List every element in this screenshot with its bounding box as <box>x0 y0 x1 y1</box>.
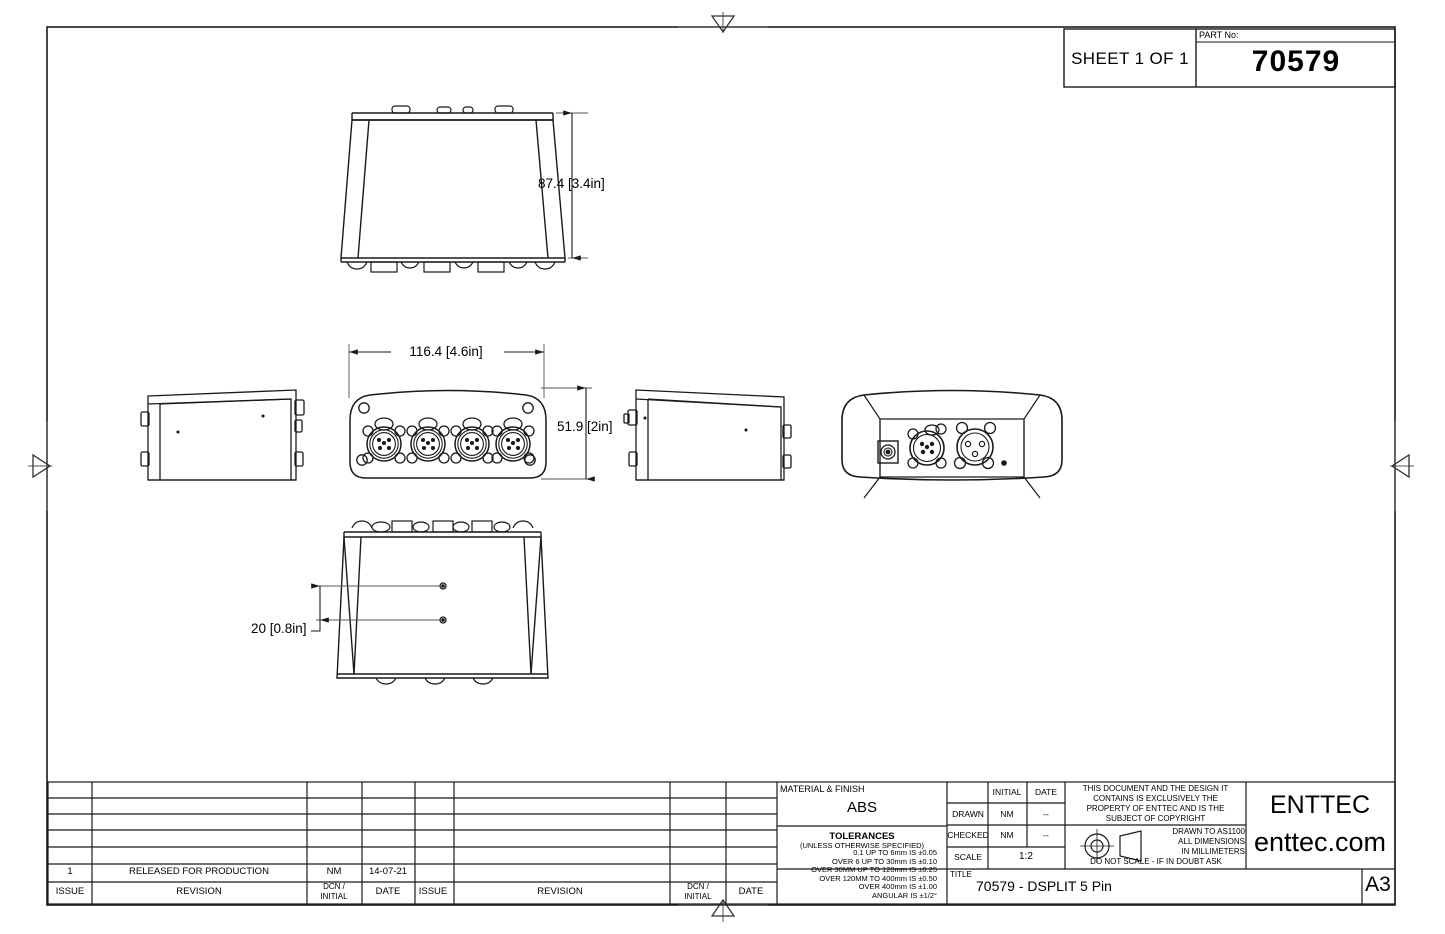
tolerance-line: ANGULAR IS ±1/2° <box>871 890 937 900</box>
dimension-depth <box>541 385 595 482</box>
standard-line: DRAWN TO AS1100 <box>1172 827 1245 836</box>
xlr-connector-3 <box>450 417 494 464</box>
xlr-connector-1 <box>362 417 406 464</box>
tolerance-line: OVER 400mm IS ±1.00 <box>858 882 937 892</box>
revision-header-date: DATE <box>375 886 401 897</box>
view-right-side <box>623 389 792 481</box>
dimension-label-depth: 51.9 [2in] <box>557 419 613 434</box>
material-heading: MATERIAL & FINISH <box>780 784 865 794</box>
material-value: ABS <box>846 799 878 816</box>
copyright-line: SUBJECT OF COPYRIGHT <box>1105 814 1206 823</box>
projection-symbol-icon <box>1080 829 1142 863</box>
view-top <box>340 105 566 273</box>
sheet-format: A3 <box>1365 873 1391 896</box>
rear-xlr-female <box>953 421 997 470</box>
scale-label: SCALE <box>954 852 982 862</box>
centering-mark-bottom <box>678 898 768 922</box>
tolerance-line: 0.1 UP TO 6mm IS ±0.05 <box>853 848 937 857</box>
revision-header-revision-right: REVISION <box>537 886 583 897</box>
dimension-label-height: 87.4 [3.4in] <box>538 176 605 191</box>
standard-line: ALL DIMENSIONS <box>1178 837 1245 846</box>
approvals-checked-date: -- <box>1043 830 1049 840</box>
standard-note: DRAWN TO AS1100 ALL DIMENSIONS IN MILLIM… <box>1146 827 1245 857</box>
view-left-side <box>140 389 305 481</box>
copyright-text: THIS DOCUMENT AND THE DESIGN IT CONTAINS… <box>1066 784 1245 824</box>
dimension-height <box>556 110 588 261</box>
revision-row-description: RELEASED FOR PRODUCTION <box>129 866 269 877</box>
approvals-col-date: DATE <box>1034 787 1058 797</box>
led-indicator <box>1001 460 1007 466</box>
revision-header-dcn-1-right: DCN / <box>687 882 709 891</box>
centering-mark-top <box>678 12 768 34</box>
view-rear-panel <box>841 389 1063 499</box>
tolerance-line: OVER 6 UP TO 30mm IS ±0.10 <box>832 856 937 866</box>
company-website: enttec.com <box>1253 827 1387 857</box>
copyright-line: THIS DOCUMENT AND THE DESIGN IT <box>1082 784 1229 793</box>
page-border <box>46 26 1396 906</box>
dimension-hole-spacing <box>311 583 440 632</box>
company-logo: ENTTEC <box>1270 791 1370 819</box>
header-block <box>1063 28 1396 88</box>
revision-header-dcn-2-right: INITIAL <box>684 892 712 901</box>
revision-header-revision: REVISION <box>176 886 222 897</box>
title-label: TITLE <box>950 870 972 879</box>
do-not-scale-note: DO NOT SCALE - IF IN DOUBT ASK <box>1090 857 1222 866</box>
centering-mark-right <box>1390 421 1414 511</box>
centering-mark-left <box>28 421 52 511</box>
part-number-label: PART No: <box>1199 30 1239 40</box>
tolerance-line: OVER 120MM TO 400mm IS ±0.50 <box>819 873 937 883</box>
xlr-connector-4 <box>491 417 535 464</box>
revision-header-issue-right: ISSUE <box>418 886 448 897</box>
copyright-line: CONTAINS IS EXCLUSIVELY THE <box>1093 794 1218 803</box>
revision-header-dcn-1: DCN / <box>323 882 345 891</box>
title-block-frame <box>47 781 1396 905</box>
view-front-panel <box>349 389 547 479</box>
xlr-connector-2 <box>406 417 450 464</box>
scale-value: 1:2 <box>1019 851 1033 862</box>
title-value: 70579 - DSPLIT 5 Pin <box>976 878 1112 894</box>
view-bottom <box>336 520 549 685</box>
approvals-checked-initial: NM <box>1000 830 1014 840</box>
dimension-label-hole-spacing: 20 [0.8in] <box>251 621 307 636</box>
approvals-checked-label: CHECKED <box>947 830 989 840</box>
standard-line: IN MILLIMETERS <box>1181 847 1245 856</box>
revision-row-date: 14-07-21 <box>368 866 408 877</box>
revision-row-issue: 1 <box>67 866 73 877</box>
tolerances-heading: TOLERANCES <box>829 831 895 842</box>
copyright-line: PROPERTY OF ENTTEC AND IS THE <box>1086 804 1225 813</box>
tolerances-list: 0.1 UP TO 6mm IS ±0.05 OVER 6 UP TO 30mm… <box>780 848 937 901</box>
revision-row-dcn: NM <box>326 866 342 877</box>
rear-xlr-male <box>907 423 947 469</box>
approvals-col-initial: INITIAL <box>992 787 1022 797</box>
dimension-label-width: 116.4 [4.6in] <box>409 344 483 359</box>
sheet-number: SHEET 1 OF 1 <box>1071 49 1189 68</box>
approvals-drawn-label: DRAWN <box>952 809 984 819</box>
tolerances-subheading: (UNLESS OTHERWISE SPECIFIED) <box>799 841 925 850</box>
approvals-drawn-date: -- <box>1043 809 1049 819</box>
dc-power-jack <box>877 440 899 464</box>
approvals-drawn-initial: NM <box>1000 809 1014 819</box>
revision-header-dcn-2: INITIAL <box>320 892 348 901</box>
dimension-width <box>348 344 545 398</box>
part-number-value: 70579 <box>1251 45 1341 78</box>
revision-header-date-right: DATE <box>738 886 764 897</box>
tolerance-line: OVER 30MM UP TO 120mm IS ±0.25 <box>811 865 937 875</box>
revision-header-issue: ISSUE <box>55 886 85 897</box>
